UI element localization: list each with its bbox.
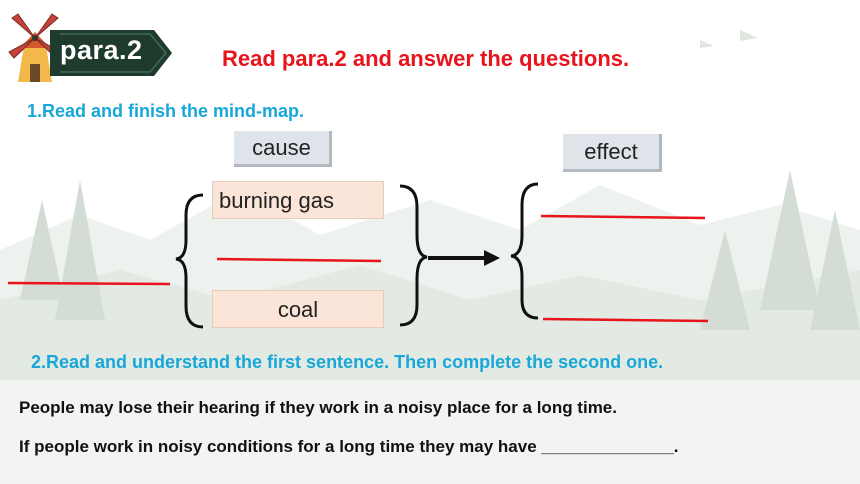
question-2-heading: 2.Read and understand the first sentence… <box>31 352 664 372</box>
left-brace <box>175 193 204 329</box>
completion-sentence: If people work in noisy conditions for a… <box>19 437 679 456</box>
answer-blank-left <box>7 281 171 286</box>
effect-label-box: effect <box>563 134 662 172</box>
answer-blank-cause-2 <box>216 257 382 263</box>
para-badge-label: para.2 <box>60 35 143 65</box>
windmill-icon <box>8 13 62 82</box>
para-badge-shape <box>50 30 172 76</box>
page-title: Read para.2 and answer the questions. <box>222 46 630 71</box>
effect-brace <box>510 182 539 320</box>
question-1-heading: 1.Read and finish the mind-map. <box>27 101 305 121</box>
example-sentence: People may lose their hearing if they wo… <box>19 398 617 417</box>
right-brace <box>399 184 428 327</box>
answer-blank-effect-1 <box>540 214 706 220</box>
cause-label-box: cause <box>234 131 332 167</box>
answer-blank-effect-2 <box>542 317 709 323</box>
cause-item-coal: coal <box>212 290 384 328</box>
cause-item-burning-gas: burning gas <box>212 181 384 219</box>
